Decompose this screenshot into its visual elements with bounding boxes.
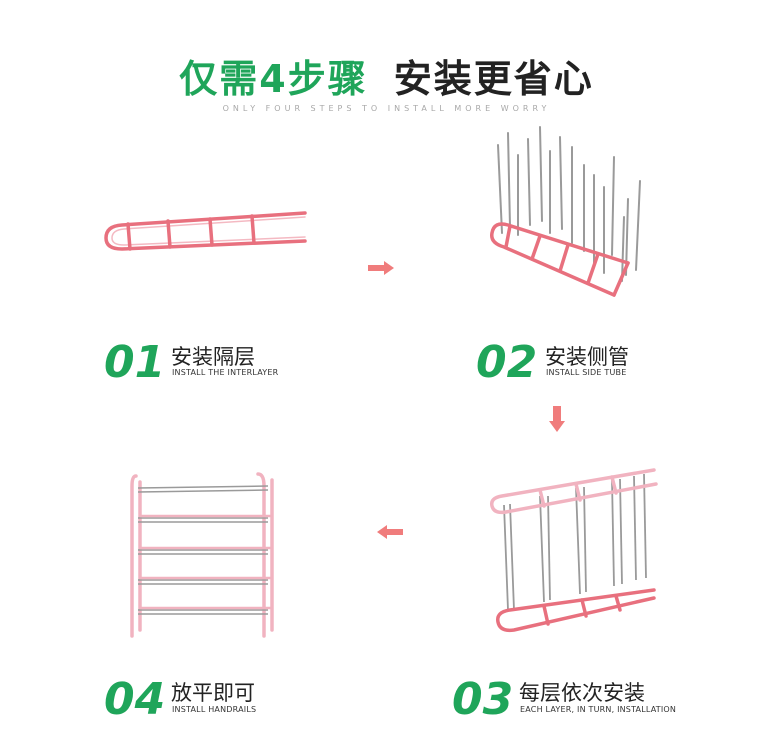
step-title: 每层依次安装 — [519, 681, 645, 705]
arrow-down-icon — [549, 406, 565, 432]
page-title: 仅需4步骤安装更省心 — [0, 48, 773, 103]
title-green: 仅需4步骤 — [179, 57, 368, 101]
step-number: 02 — [476, 337, 538, 388]
finished-rack-illustration — [130, 472, 274, 638]
layer-install-illustration — [489, 468, 658, 633]
step-caption: EACH LAYER, IN TURN, INSTALLATION — [520, 705, 677, 714]
step-caption: INSTALL THE INTERLAYER — [172, 368, 279, 377]
page-subtitle: ONLY FOUR STEPS TO INSTALL MORE WORRY — [222, 104, 551, 113]
step-title: 放平即可 — [171, 681, 255, 705]
step-number: 03 — [452, 674, 514, 725]
arrow-right-icon — [368, 261, 394, 275]
arrow-left-icon — [377, 525, 403, 539]
step-caption: INSTALL SIDE TUBE — [546, 368, 627, 377]
step-number: 01 — [104, 337, 166, 388]
step-number: 04 — [104, 674, 166, 725]
step-title: 安装侧管 — [545, 345, 629, 369]
title-black: 安装更省心 — [393, 57, 594, 101]
side-tube-illustration — [490, 126, 641, 297]
step-caption: INSTALL HANDRAILS — [172, 705, 257, 714]
step-title: 安装隔层 — [171, 345, 255, 369]
interlayer-illustration — [104, 211, 307, 251]
